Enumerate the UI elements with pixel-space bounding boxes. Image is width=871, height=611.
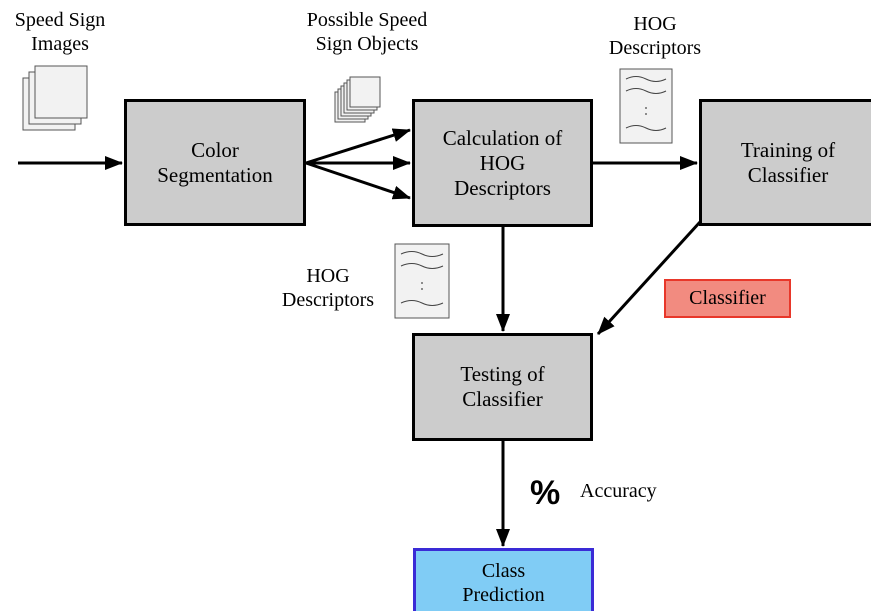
hog-descriptors-mid-label: HOG Descriptors (268, 264, 388, 312)
hog-mid-line-1: HOG (306, 265, 350, 287)
classifier-box: Classifier (664, 279, 791, 318)
training-to-testing-arrow (596, 220, 702, 336)
color-segmentation-box: Color Segmentation (124, 99, 306, 226)
accuracy-label: Accuracy (580, 480, 657, 502)
hog-descriptors-top-label: HOG Descriptors (595, 12, 715, 60)
testing-line-1: Testing of (460, 362, 545, 386)
hog-document-icon (619, 68, 673, 144)
object-stack-icon (334, 76, 381, 123)
testing-box: Testing of Classifier (412, 333, 593, 441)
hog-calculation-box: Calculation of HOG Descriptors (412, 99, 593, 227)
speed-sign-images-line-2: Images (31, 33, 89, 55)
testing-line-2: Classifier (462, 387, 543, 411)
hog-mid-line-2: Descriptors (281, 289, 375, 311)
hog-calculation-line-2: HOG (479, 150, 526, 175)
speed-sign-images-label: Speed Sign Images (0, 8, 120, 56)
class-prediction-box: Class Prediction (413, 548, 594, 611)
image-stack-icon (22, 65, 88, 131)
hog-top-line-2: Descriptors (608, 37, 702, 59)
percent-sign: % (530, 474, 561, 512)
fanout-arrow-top (305, 128, 411, 165)
possible-objects-label: Possible Speed Sign Objects (282, 8, 452, 56)
class-prediction-line-2: Prediction (462, 584, 545, 606)
speed-sign-images-line-1: Speed Sign (14, 9, 106, 31)
hog-top-line-1: HOG (633, 13, 677, 35)
hog-document-icon (394, 243, 450, 319)
training-box: Training of Classifier (699, 99, 871, 226)
training-line-1: Training of (740, 137, 836, 162)
possible-objects-line-1: Possible Speed (306, 9, 428, 31)
hog-calculation-line-3: Descriptors (454, 175, 551, 200)
fanout-arrow-bottom (305, 161, 411, 200)
color-segmentation-line-2: Segmentation (157, 162, 273, 187)
hog-calculation-line-1: Calculation of (442, 125, 563, 150)
classifier-label: Classifier (689, 287, 766, 309)
color-segmentation-line-1: Color (191, 137, 239, 162)
training-line-2: Classifier (747, 162, 829, 187)
possible-objects-line-2: Sign Objects (315, 33, 419, 55)
class-prediction-line-1: Class (481, 560, 526, 582)
